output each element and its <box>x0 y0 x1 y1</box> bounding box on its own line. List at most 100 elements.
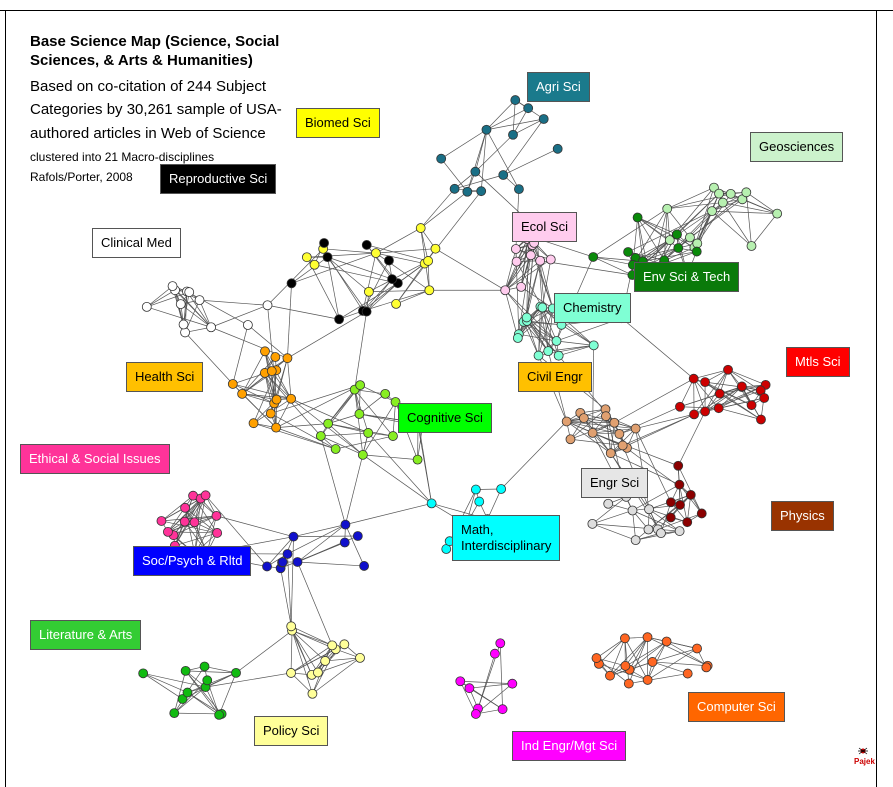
cluster-label-repro: Reproductive Sci <box>160 164 277 194</box>
node-mtls <box>723 364 733 375</box>
network-edge <box>184 507 196 554</box>
network-edge <box>205 672 292 688</box>
cluster-label-math: Math, Interdisciplinary <box>452 515 561 561</box>
node-geo <box>664 235 675 246</box>
cluster-label-cog: Cognitive Sci <box>398 403 492 433</box>
node-civil <box>565 434 576 445</box>
node-comp <box>701 662 712 673</box>
network-edge <box>632 510 636 541</box>
network-edge <box>362 282 399 312</box>
cluster-label-agri: Agri Sci <box>527 72 590 102</box>
cluster-label-lit: Literature & Arts <box>30 620 142 650</box>
network-edge <box>625 636 648 667</box>
node-ethical <box>163 526 173 537</box>
network-edge <box>323 248 376 254</box>
node-comp <box>647 657 658 667</box>
network-edge <box>502 118 544 176</box>
node-agri <box>552 143 563 154</box>
cluster-label-envsci: Env Sci & Tech <box>634 262 740 292</box>
node-ethical <box>179 516 190 527</box>
node-ecol <box>545 254 556 265</box>
network-edge <box>696 193 720 244</box>
network-edge <box>366 278 393 312</box>
node-health <box>286 393 296 404</box>
node-ethical <box>212 528 223 538</box>
network-edge <box>566 421 636 429</box>
node-clinical <box>206 322 217 333</box>
top-border <box>0 10 893 11</box>
network-edge <box>204 666 237 674</box>
network-edge <box>362 278 393 312</box>
node-soc <box>352 531 363 541</box>
network-edge <box>657 513 702 530</box>
node-health <box>282 353 293 364</box>
node-ecol <box>500 285 511 296</box>
node-biomed <box>424 285 435 296</box>
network-edge <box>583 417 615 424</box>
network-edge <box>526 235 529 318</box>
network-edge <box>547 308 554 352</box>
map-subtitle-line3: authored articles in Web of Science <box>30 125 266 142</box>
network-edge <box>146 289 176 308</box>
network-edge <box>504 259 551 291</box>
network-edge <box>291 630 319 673</box>
node-chem <box>537 302 548 313</box>
network-edge <box>667 202 723 210</box>
network-edge <box>487 488 502 520</box>
network-edge <box>526 260 541 318</box>
map-note-line2: Rafols/Porter, 2008 <box>30 170 133 184</box>
node-cog <box>357 449 368 460</box>
node-repro <box>387 274 398 284</box>
network-edge <box>241 351 266 395</box>
node-cog <box>412 454 423 465</box>
node-policy <box>320 656 331 666</box>
network-edge <box>504 260 541 291</box>
network-edge <box>345 524 365 567</box>
node-health <box>237 388 248 399</box>
network-edge <box>325 657 361 662</box>
node-agri <box>481 124 492 135</box>
network-edge <box>667 187 715 210</box>
node-clinical <box>242 320 253 330</box>
cluster-label-policy: Policy Sci <box>254 716 329 746</box>
node-civil <box>601 411 611 422</box>
network-edge <box>297 561 365 567</box>
node-health <box>248 418 259 429</box>
network-edge <box>312 649 336 694</box>
node-cog <box>330 444 341 454</box>
network-edge <box>218 672 237 716</box>
network-edge <box>291 256 328 284</box>
network-edge <box>624 638 648 681</box>
node-repro <box>384 255 394 266</box>
network-edge <box>241 356 276 395</box>
network-edge <box>146 285 173 308</box>
network-edge <box>297 524 346 563</box>
network-edge <box>570 438 623 446</box>
node-lit <box>202 675 213 686</box>
node-comp <box>642 675 653 685</box>
network-edge <box>693 378 719 409</box>
network-edge <box>711 210 752 247</box>
network-edge <box>270 384 361 414</box>
network-edge <box>232 324 249 385</box>
node-physics <box>675 500 685 510</box>
network-edge <box>362 253 377 312</box>
node-clinical <box>167 281 178 292</box>
node-policy <box>355 652 365 663</box>
network-edge <box>232 383 275 404</box>
network-edge <box>632 484 680 511</box>
network-edge <box>486 118 544 131</box>
network-edge <box>694 187 715 248</box>
network-edge <box>287 283 292 359</box>
network-edge <box>558 345 594 356</box>
node-civil <box>561 416 572 427</box>
node-chem <box>551 336 562 346</box>
network-edge <box>264 372 322 437</box>
node-cog <box>380 388 391 399</box>
network-edge <box>593 208 668 258</box>
map-subtitle-line2: Categories by 30,261 sample of USA- <box>30 101 282 118</box>
network-edge <box>440 129 487 159</box>
network-edge <box>264 372 292 399</box>
network-edge <box>314 264 398 284</box>
network-edge <box>666 208 691 238</box>
